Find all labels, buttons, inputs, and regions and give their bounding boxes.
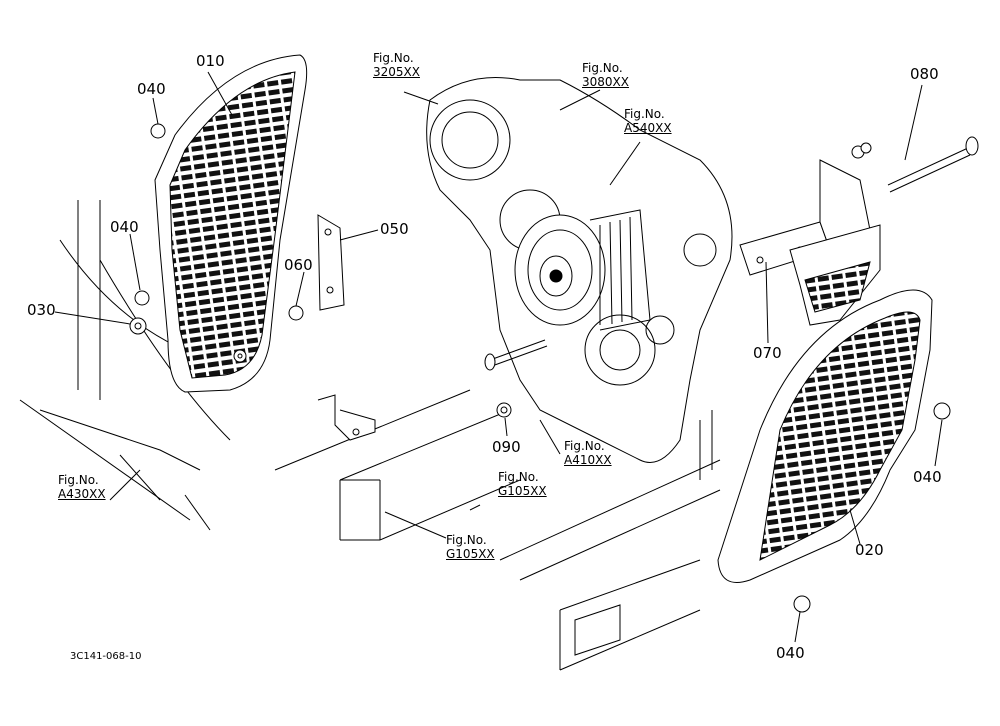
part-label-060: 060 xyxy=(284,256,313,274)
figure-ref-code: 3080XX xyxy=(582,74,629,89)
grille-panel-010 xyxy=(154,54,308,393)
alternator xyxy=(514,209,651,331)
fasteners xyxy=(129,123,951,613)
figure-ref-prefix: Fig.No. xyxy=(564,439,605,453)
bolt-080 xyxy=(851,136,979,193)
figure-ref-code: A540XX xyxy=(624,120,672,135)
figure-ref-code: 3205XX xyxy=(373,64,420,79)
figure-ref-a540xx: Fig.No. A540XX xyxy=(624,107,672,136)
bracket-lower-left xyxy=(317,394,376,441)
figure-ref-code: G105XX xyxy=(498,483,547,498)
figure-ref-code: A410XX xyxy=(564,452,612,467)
part-label-090: 090 xyxy=(492,438,521,456)
figure-ref-3205xx: Fig.No. 3205XX xyxy=(373,51,420,80)
drawing-id: 3C141-068-10 xyxy=(70,651,142,662)
leader-lines xyxy=(54,71,943,643)
part-label-030: 030 xyxy=(27,301,56,319)
figure-ref-g105xx-upper: Fig.No. G105XX xyxy=(498,470,547,499)
figure-ref-prefix: Fig.No. xyxy=(58,473,99,487)
part-label-080: 080 xyxy=(910,65,939,83)
frame-rails xyxy=(274,389,721,671)
part-label-040-b: 040 xyxy=(110,218,139,236)
grille-panel-020 xyxy=(717,289,933,583)
bolt-lower-center xyxy=(484,339,548,371)
figure-ref-code: A430XX xyxy=(58,486,106,501)
part-label-040-c: 040 xyxy=(913,468,942,486)
part-label-020: 020 xyxy=(855,541,884,559)
figure-ref-code: G105XX xyxy=(446,546,495,561)
figure-ref-prefix: Fig.No. xyxy=(624,107,665,121)
figure-ref-prefix: Fig.No. xyxy=(498,470,539,484)
bracket-070 xyxy=(739,159,881,326)
part-label-040-d: 040 xyxy=(776,644,805,662)
bracket-050 xyxy=(317,214,345,311)
figure-ref-3080xx: Fig.No. 3080XX xyxy=(582,61,629,90)
part-label-010: 010 xyxy=(196,52,225,70)
figure-ref-g105xx-lower: Fig.No. G105XX xyxy=(446,533,495,562)
figure-ref-prefix: Fig.No. xyxy=(373,51,414,65)
part-label-040-a: 040 xyxy=(137,80,166,98)
figure-ref-prefix: Fig.No. xyxy=(446,533,487,547)
figure-ref-a430xx: Fig.No. A430XX xyxy=(58,473,106,502)
figure-ref-prefix: Fig.No. xyxy=(582,61,623,75)
frame-left xyxy=(19,200,231,531)
part-label-050: 050 xyxy=(380,220,409,238)
part-label-070: 070 xyxy=(753,344,782,362)
figure-ref-a410xx: Fig.No. A410XX xyxy=(564,439,612,468)
